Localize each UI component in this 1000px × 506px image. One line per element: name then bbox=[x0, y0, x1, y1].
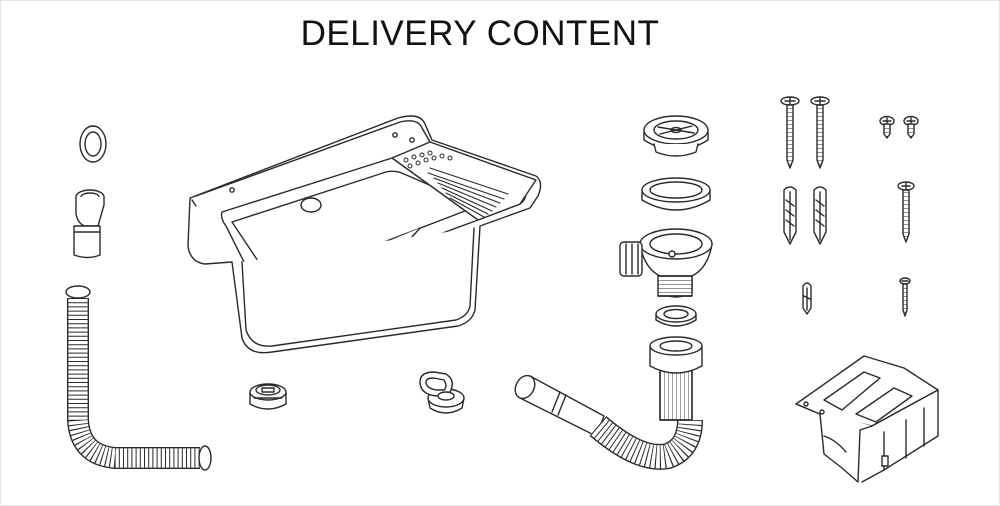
strainer-basket-icon bbox=[644, 116, 708, 156]
page-title: DELIVERY CONTENT bbox=[300, 14, 660, 53]
stopper-with-ring-icon bbox=[420, 372, 464, 413]
utility-sink-icon bbox=[188, 116, 541, 353]
wall-anchor-icon bbox=[784, 187, 826, 244]
medium-screw-icon bbox=[898, 182, 914, 242]
drain-plug-icon bbox=[250, 384, 286, 409]
elbow-connector-icon bbox=[74, 190, 104, 258]
flexible-drain-hose-icon bbox=[66, 286, 211, 470]
siphon-trap-icon bbox=[511, 337, 702, 457]
small-screw-icon bbox=[900, 278, 910, 316]
mounting-bracket-icon bbox=[796, 356, 938, 482]
small-anchor-icon bbox=[803, 283, 811, 314]
gasket-ring-icon bbox=[642, 178, 710, 210]
drain-valve-body-icon bbox=[620, 229, 712, 297]
pan-head-screws-icon bbox=[880, 117, 918, 139]
sealing-ring-icon bbox=[80, 126, 106, 162]
flat-washer-icon bbox=[656, 306, 696, 326]
long-screw-icon bbox=[781, 97, 829, 168]
